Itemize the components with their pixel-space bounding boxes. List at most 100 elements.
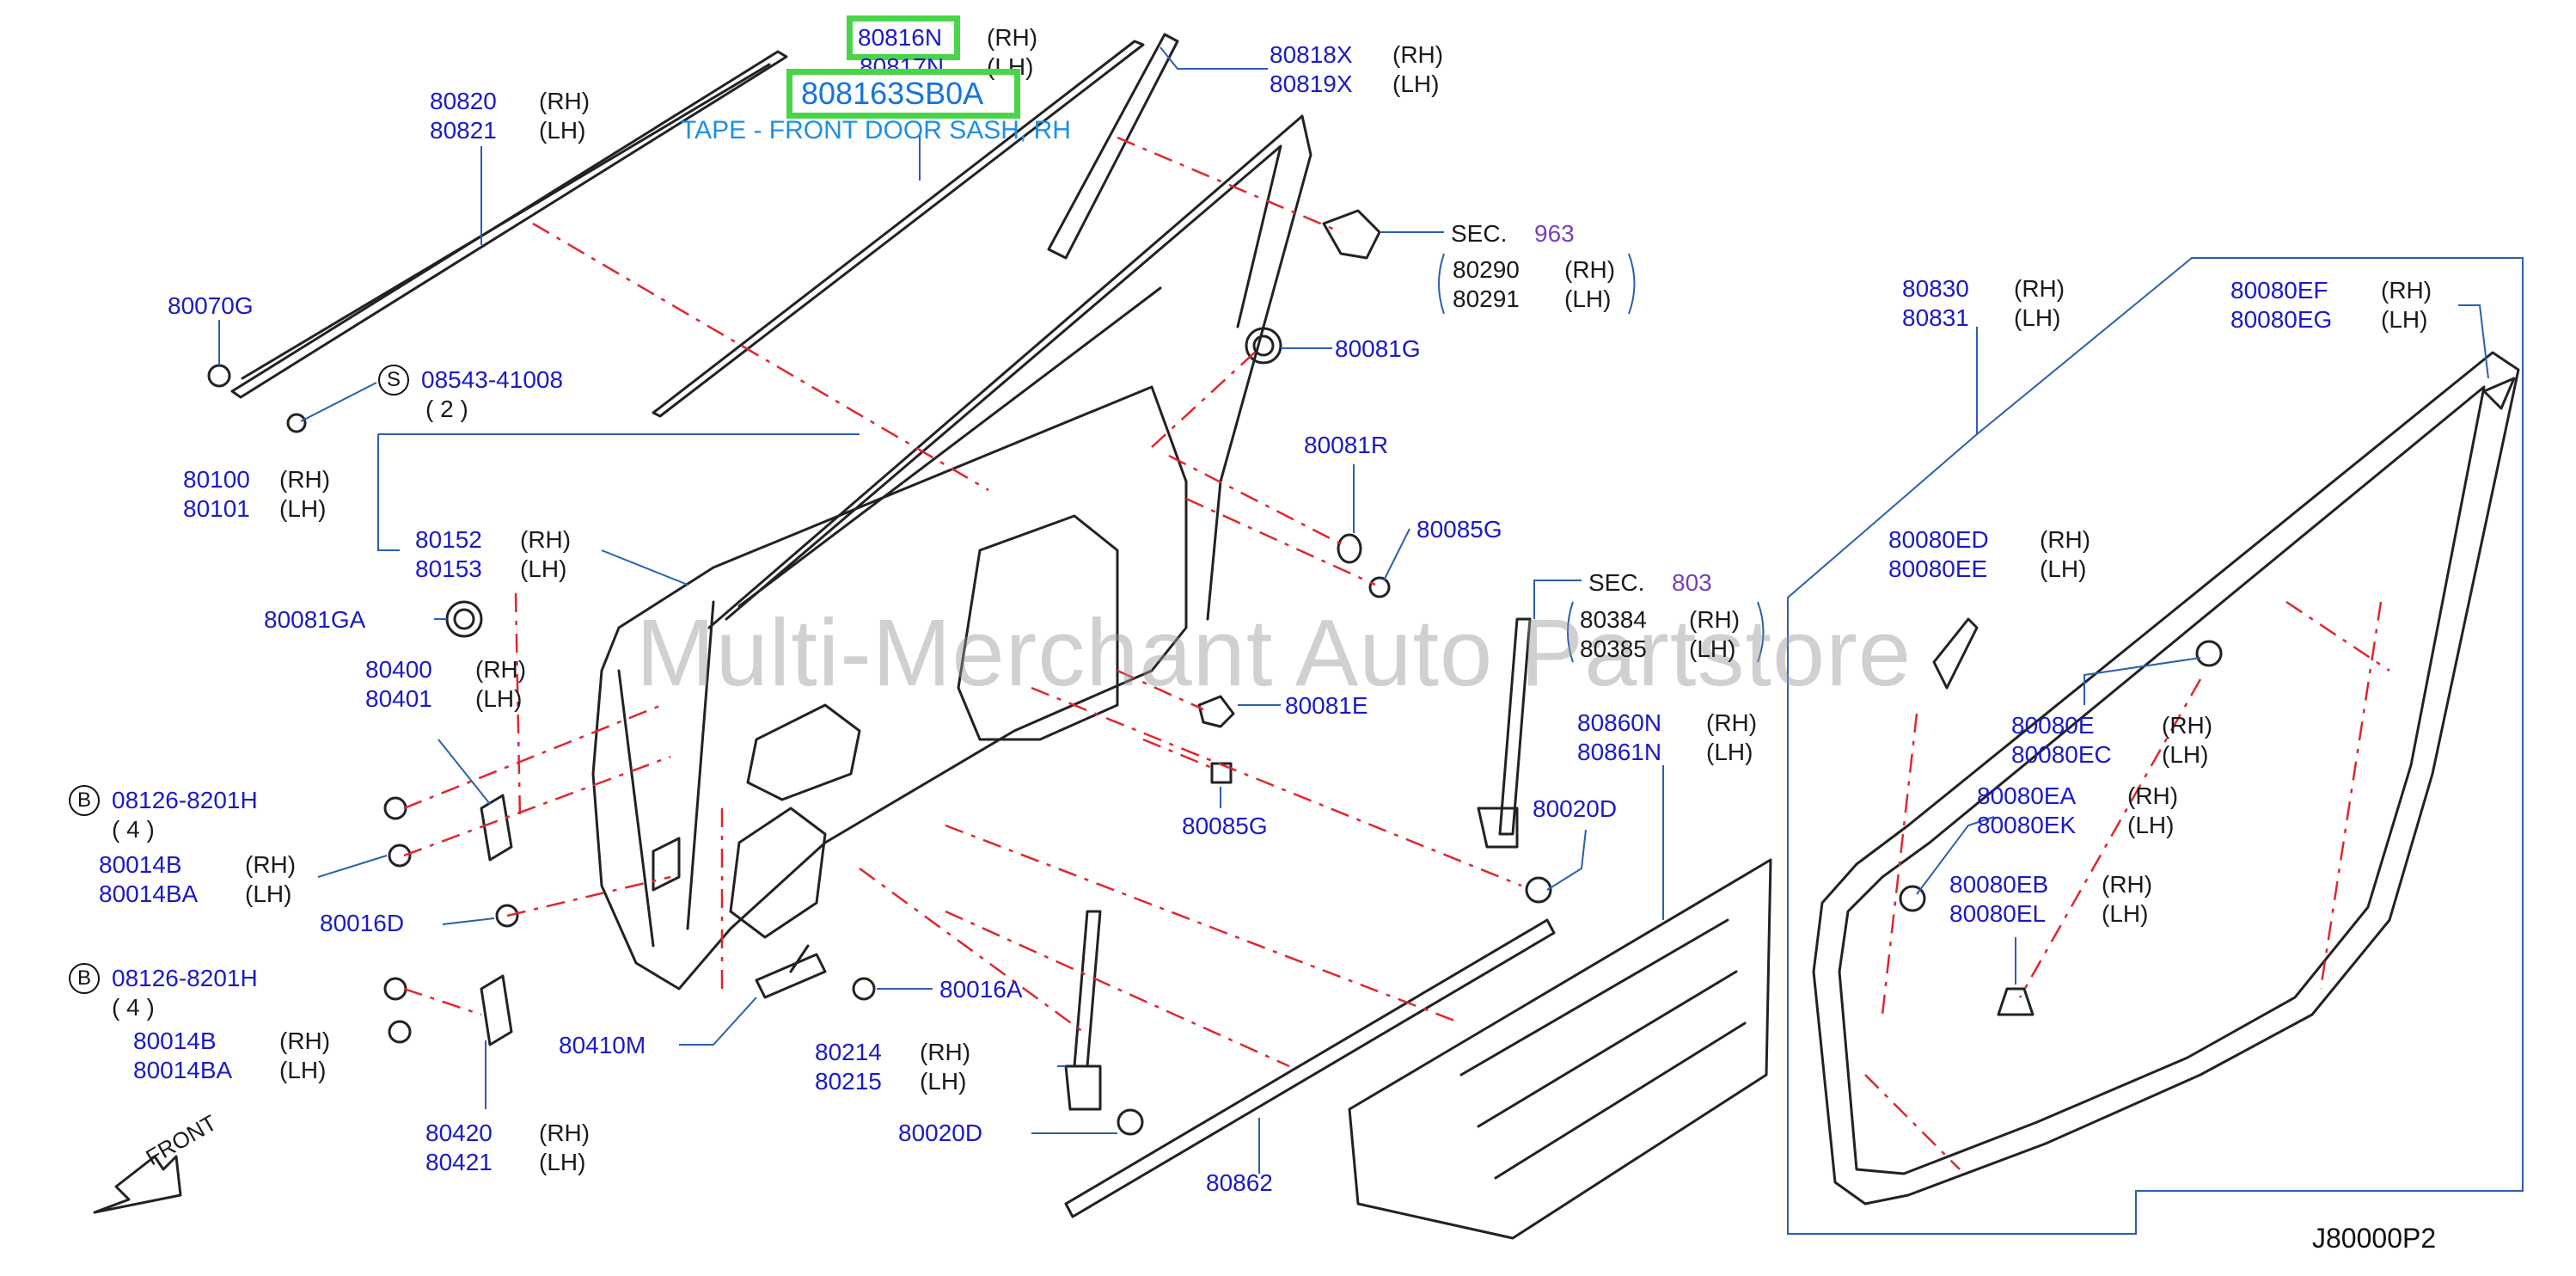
clip-80080EB[interactable] [1997, 987, 2034, 1016]
part-80100[interactable]: 80100 [183, 466, 250, 493]
grommet-80081GA-inner [453, 608, 475, 630]
part-80080EK[interactable]: 80080EK [1977, 812, 2077, 838]
part-80831[interactable]: 80831 [1902, 304, 1969, 331]
part-80830[interactable]: 80830 [1902, 275, 1969, 302]
clip-80081E[interactable] [1197, 695, 1235, 728]
part-80080EG[interactable]: 80080EG [2230, 306, 2333, 333]
part-80016D[interactable]: 80016D [320, 910, 405, 936]
part-80070G[interactable]: 80070G [168, 292, 254, 319]
door-check-link-rod [789, 944, 810, 973]
lower-door-hinge[interactable] [480, 974, 513, 1046]
sash-channel-80384[interactable] [1498, 617, 1532, 836]
door-panel-cutout-large [957, 514, 1119, 741]
part-80081G[interactable]: 80081G [1335, 335, 1421, 362]
guide-moulding-to-door [532, 222, 989, 492]
part-80819X[interactable]: 80819X [1270, 71, 1353, 97]
part-80400[interactable]: 80400 [365, 656, 432, 683]
bracket-80290-left [1438, 253, 1445, 315]
bracket-80384-left [1567, 601, 1574, 663]
part-80081E[interactable]: 80081E [1285, 692, 1368, 719]
door-sash-frame[interactable] [707, 114, 1312, 629]
guide-hinge-upper [403, 703, 663, 810]
part-80101[interactable]: 80101 [183, 495, 250, 522]
part-80014B-lower[interactable]: 80014B [133, 1028, 217, 1054]
part-80410M[interactable]: 80410M [559, 1032, 646, 1058]
part-80080EA[interactable]: 80080EA [1977, 782, 2077, 809]
part-80014BA-upper[interactable]: 80014BA [99, 880, 199, 907]
outer-belt-moulding[interactable] [1064, 918, 1556, 1218]
highlight-box-selected-part [786, 69, 1020, 119]
part-80081GA[interactable]: 80081GA [264, 606, 366, 633]
door-sealing-screen[interactable] [1348, 858, 1772, 1240]
bolt-08126-lower[interactable]: 08126-8201H [112, 965, 258, 991]
part-80152[interactable]: 80152 [415, 526, 482, 553]
section-number-803[interactable]: 803 [1672, 569, 1712, 596]
door-sash-weatherstrip[interactable] [652, 40, 1145, 418]
part-80085G-lower[interactable]: 80085G [1182, 813, 1268, 839]
side-lh-80101: (LH) [279, 495, 327, 522]
part-80385[interactable]: 80385 [1580, 635, 1647, 662]
door-outer-moulding[interactable] [230, 50, 788, 399]
plug-80081R[interactable] [1337, 533, 1362, 564]
part-80080EF[interactable]: 80080EF [2230, 277, 2328, 304]
selected-part-number[interactable]: 808163SB0A [801, 76, 984, 111]
part-80080E[interactable]: 80080E [2011, 712, 2095, 739]
part-80080EL[interactable]: 80080EL [1949, 900, 2047, 927]
weatherstrip-piece-80080EF[interactable] [2482, 377, 2516, 410]
screw-08543[interactable] [286, 413, 307, 433]
bolt-80020D-lower[interactable] [1117, 1108, 1144, 1136]
part-80291[interactable]: 80291 [1453, 285, 1520, 312]
part-80862[interactable]: 80862 [1206, 1169, 1273, 1196]
clip-80080EA[interactable] [1899, 885, 1926, 912]
part-80020D-right[interactable]: 80020D [1533, 795, 1618, 822]
bolt-80016D[interactable] [495, 904, 519, 928]
part-80016A[interactable]: 80016A [939, 976, 1023, 1003]
part-80215[interactable]: 80215 [815, 1068, 882, 1095]
guide-belt-moulding [945, 824, 1462, 1025]
part-80080EB[interactable]: 80080EB [1949, 871, 2049, 898]
sec963-bracket[interactable] [1322, 209, 1381, 260]
front-label: FRONT [141, 1109, 222, 1171]
part-80014BA-lower[interactable]: 80014BA [133, 1057, 233, 1083]
part-80420[interactable]: 80420 [425, 1120, 493, 1146]
part-80020D-lower[interactable]: 80020D [898, 1120, 983, 1146]
grommet-80081G[interactable] [1245, 327, 1282, 365]
section-number-963[interactable]: 963 [1534, 220, 1575, 247]
part-80820[interactable]: 80820 [430, 88, 497, 114]
bolt-08126-upper[interactable]: 08126-8201H [112, 787, 258, 813]
front-door-sash-tape[interactable] [1047, 33, 1179, 260]
part-80821[interactable]: 80821 [430, 117, 497, 144]
part-80861N[interactable]: 80861N [1577, 739, 1662, 765]
part-80214[interactable]: 80214 [815, 1039, 882, 1065]
clip-80080E[interactable] [2195, 640, 2223, 667]
part-80081R[interactable]: 80081R [1304, 432, 1389, 458]
part-80401[interactable]: 80401 [365, 685, 432, 712]
upper-door-hinge[interactable] [480, 794, 513, 862]
part-80817N[interactable]: 80817N [860, 53, 945, 80]
door-outer-moulding-inner [241, 63, 771, 380]
bolt-80020D-right[interactable] [1525, 876, 1552, 904]
side-lh-80080EE: (LH) [2040, 555, 2087, 582]
plug-80085G-upper[interactable] [1368, 576, 1391, 598]
part-80080EC[interactable]: 80080EC [2011, 741, 2112, 768]
part-80384[interactable]: 80384 [1580, 606, 1647, 633]
part-80290[interactable]: 80290 [1453, 256, 1520, 283]
guide-tape-to-sec963 [1117, 136, 1342, 234]
part-80153[interactable]: 80153 [415, 555, 482, 582]
door-weatherstrip[interactable] [1812, 351, 2520, 1205]
door-weatherstrip-inner [1838, 385, 2486, 1175]
part-80085G[interactable]: 80085G [1416, 516, 1502, 543]
bolt-08543-41008[interactable]: 08543-41008 [421, 366, 564, 393]
part-80818X[interactable]: 80818X [1270, 41, 1353, 68]
side-lh-80153: (LH) [520, 555, 567, 582]
part-80816N[interactable]: 80816N [858, 24, 943, 51]
bolt-lower-hinge-2[interactable] [388, 1020, 412, 1044]
part-80080EE[interactable]: 80080EE [1888, 555, 1988, 582]
part-80080ED[interactable]: 80080ED [1888, 526, 1989, 553]
part-80421[interactable]: 80421 [425, 1149, 493, 1175]
weatherstrip-piece-80080ED[interactable] [1932, 617, 1979, 690]
part-80014B-upper[interactable]: 80014B [99, 851, 182, 878]
bolt-80016A[interactable] [852, 977, 876, 1001]
part-80860N[interactable]: 80860N [1577, 709, 1662, 736]
bolt-upper-hinge-2[interactable] [388, 844, 412, 868]
